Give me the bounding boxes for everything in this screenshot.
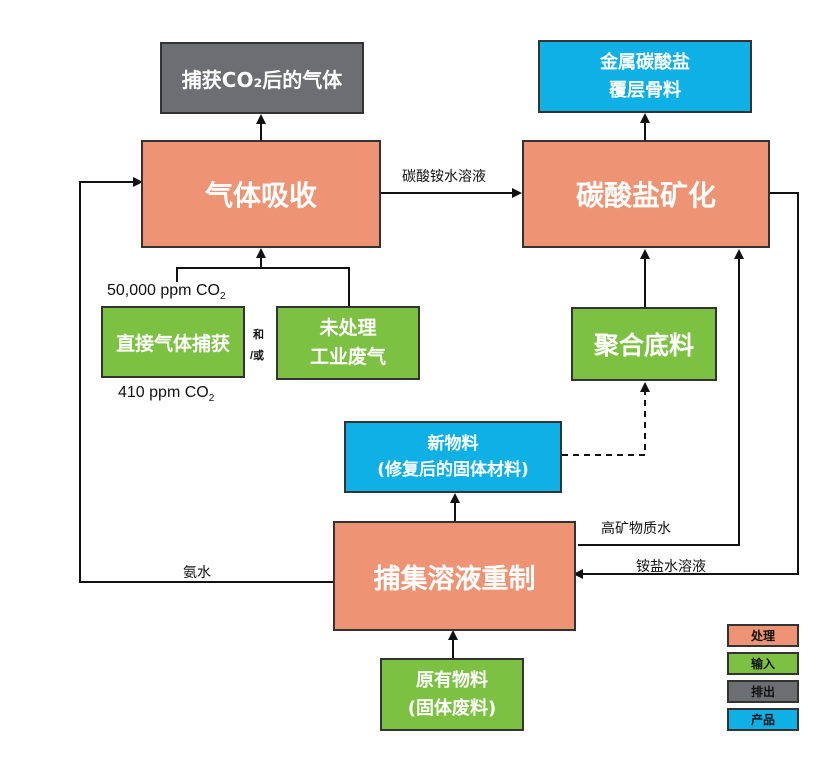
legend-label-output: 排出 (750, 685, 775, 699)
captured-gas-label: 捕获CO₂后的气体 (181, 67, 343, 92)
high-mineral-water-label: 高矿物质水 (601, 520, 671, 536)
captured-gas-box: 捕获CO₂后的气体 (160, 42, 364, 114)
new-material-box: 新物料 (修复后的固体材料) (344, 421, 562, 493)
ppm-low-label: 410 ppm CO2 (118, 384, 214, 404)
ammonia-water-label: 氨水 (183, 564, 211, 580)
legend-item-product: 产品 (727, 708, 799, 731)
carbonate-mineralization-label: 碳酸盐矿化 (575, 179, 716, 212)
raw-material-line2: (固体废料) (407, 697, 497, 719)
raw-material-box: 原有物料 (固体废料) (380, 658, 524, 731)
arrow-ammonium-salt (573, 192, 799, 579)
untreated-flue-gas-line1: 未处理 (319, 316, 377, 339)
arrow-high-mineral-water (578, 249, 744, 546)
legend-item-process: 处理 (727, 624, 799, 647)
untreated-flue-gas-box: 未处理 工业废气 (276, 306, 420, 380)
and-or-label-2: /或 (250, 350, 265, 362)
direct-air-capture-box: 直接气体捕获 (101, 306, 245, 378)
gas-absorption-box: 气体吸收 (141, 140, 381, 248)
legend-item-input: 输入 (727, 652, 799, 675)
input-merge-line (176, 267, 350, 306)
solution-regeneration-label: 捕集溶液重制 (373, 563, 536, 595)
and-or-label-1: 和 (253, 329, 264, 341)
metal-carbonate-aggregate-box: 金属碳酸盐 覆层骨料 (538, 40, 752, 113)
carbonate-mineralization-box: 碳酸盐矿化 (522, 140, 770, 248)
legend-label-input: 输入 (750, 657, 775, 671)
arrow-ammonia-water (79, 177, 333, 583)
ammonium-carbonate-label: 碳酸铵水溶液 (402, 168, 486, 184)
ppm-low-subscript: 2 (208, 393, 215, 405)
arrow-new-material-to-polymer (562, 382, 650, 456)
gas-absorption-label: 气体吸收 (204, 179, 317, 212)
polymer-base-box: 聚合底料 (571, 307, 717, 381)
new-material-line1: 新物料 (427, 433, 479, 454)
direct-air-capture-label: 直接气体捕获 (115, 332, 230, 355)
ppm-high-text: 50,000 ppm CO (107, 282, 220, 299)
ppm-high-subscript: 2 (219, 291, 226, 303)
aggregate-label-line2: 覆层骨料 (609, 79, 681, 101)
ppm-low-text: 410 ppm CO (118, 384, 209, 401)
untreated-flue-gas-line2: 工业废气 (309, 346, 386, 368)
legend-label-product: 产品 (750, 713, 775, 727)
legend-item-output: 排出 (727, 680, 799, 703)
legend-label-process: 处理 (750, 629, 775, 643)
new-material-line2: (修复后的固体材料) (377, 460, 529, 480)
solution-regeneration-box: 捕集溶液重制 (333, 521, 576, 631)
ammonium-salt-label: 铵盐水溶液 (636, 558, 706, 574)
raw-material-line1: 原有物料 (416, 669, 488, 691)
ppm-high-label: 50,000 ppm CO2 (107, 282, 226, 302)
aggregate-label-line1: 金属碳酸盐 (600, 51, 690, 73)
polymer-base-label: 聚合底料 (593, 331, 694, 360)
